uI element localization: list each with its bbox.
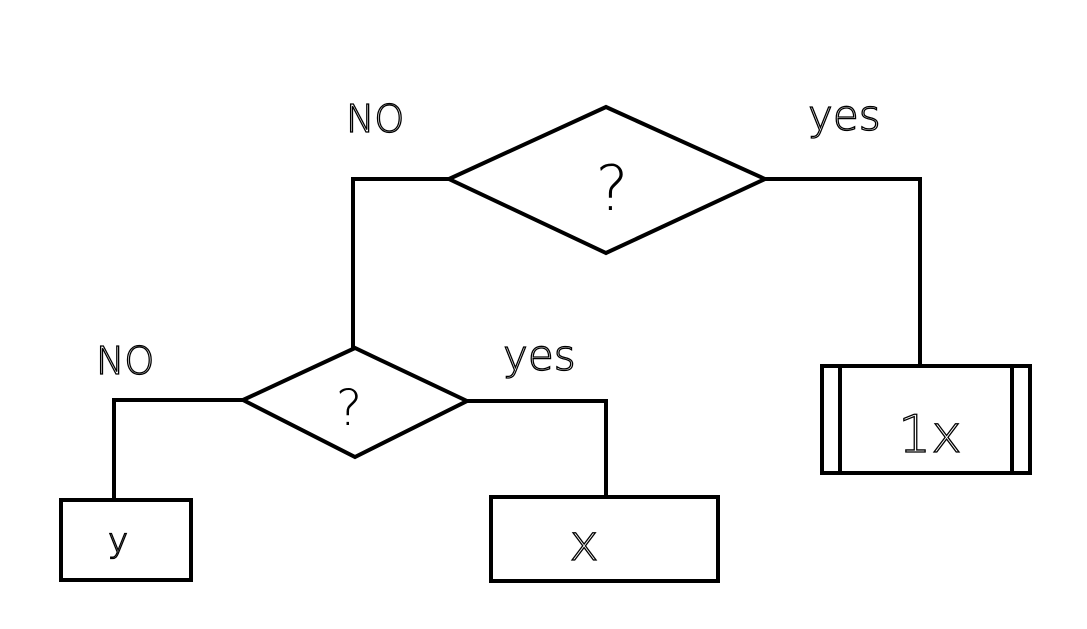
subroutine-box-1x[interactable]: 1x (820, 364, 1032, 475)
process-box-y-label: y (108, 521, 128, 561)
decision-top-shape (444, 104, 770, 256)
top-yes-label: yes (808, 91, 881, 140)
left-no-label: NO (96, 339, 154, 383)
left-yes-label: yes (503, 331, 576, 380)
edge-left-yes (465, 399, 608, 499)
edge-top-yes (763, 177, 922, 368)
process-box-y[interactable]: y (59, 498, 193, 582)
process-box-x-shape (489, 495, 720, 583)
decision-left-shape (238, 345, 472, 460)
process-box-y-shape (59, 498, 193, 582)
top-no-label: NO (346, 97, 404, 141)
decision-left-label: ? (336, 379, 363, 437)
decision-left[interactable]: ? (238, 345, 472, 460)
decision-top[interactable]: ? (444, 104, 770, 256)
process-box-x-label: x (569, 514, 599, 572)
process-box-x[interactable]: x (489, 495, 720, 583)
edge-top-no (351, 177, 451, 350)
subroutine-box-1x-shape (820, 364, 1032, 475)
subroutine-box-1x-label: 1x (898, 405, 962, 465)
decision-top-label: ? (596, 152, 629, 225)
edge-left-no (112, 398, 245, 502)
